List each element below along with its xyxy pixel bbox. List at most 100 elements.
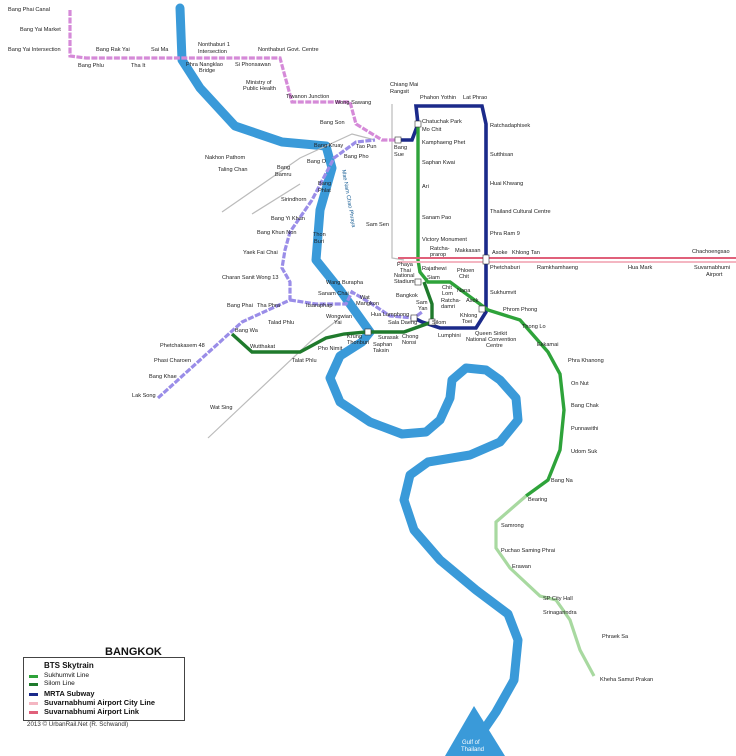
station-phloen-chit-b: Chit	[459, 274, 469, 280]
station-phaya-thai: Phaya	[397, 262, 414, 268]
station-sp-city-hall: SP City Hall	[543, 596, 573, 602]
blue-extension-line-2	[289, 289, 423, 320]
legend-sukhumvit-swatch	[29, 675, 38, 678]
station-talad-phlu: Talad Phlu	[268, 320, 294, 326]
blue-extension-line	[156, 138, 376, 400]
station-sutthisan: Sutthisan	[490, 152, 513, 158]
station-bang-son: Bang Son	[320, 120, 345, 126]
station-bang-khae: Bang Khae	[149, 374, 177, 380]
station-bang-phlat: Bang	[318, 181, 331, 187]
station-bang-sue: Bang	[394, 145, 407, 151]
station-suvarnabhumi: Suvarnabhumi	[694, 265, 730, 271]
station-bang-phlat-b: Phlat	[318, 188, 331, 194]
station-yaek-fai-chai: Yaek Fai Chai	[243, 250, 278, 256]
station-khlong-tan: Khlong Tan	[512, 250, 540, 256]
station-sam-yan-b: Yan	[418, 306, 428, 312]
station-nonthaburi-1: Nonthaburi 1	[198, 42, 230, 48]
station-bang-o: Bang O	[307, 159, 327, 165]
station-krung-thonburi-b: Thonburi	[347, 340, 369, 346]
legend-silom-swatch	[29, 683, 38, 686]
legend-mrta-swatch	[29, 693, 38, 696]
station-thailand-cultural: Thailand Cultural Centre	[490, 209, 551, 215]
station-bang-bamru: Bang	[277, 165, 290, 171]
station-wat-sing: Wat Sing	[210, 405, 233, 411]
river-chao-phraya	[175, 3, 523, 749]
station-udom-suk: Udom Suk	[571, 449, 597, 455]
station-pho-nimit: Pho Nimit	[318, 346, 343, 352]
station-phra-khanong: Phra Khanong	[568, 358, 604, 364]
station-rangsit: Rangsit	[390, 89, 409, 95]
station-tao-pun: Tao Pun	[356, 144, 377, 150]
mrta-subway	[398, 104, 488, 330]
station-bang-phai-canal: Bang Phai Canal	[8, 7, 50, 13]
station-taling-chan: Taling Chan	[218, 167, 248, 173]
bts-future-extension	[494, 494, 596, 677]
station-saphan-taksin: Saphan	[373, 342, 392, 348]
station-ari: Ari	[422, 184, 429, 190]
station-punnawithi: Punnawithi	[571, 426, 598, 432]
station-srinagarindra: Srinagarindra	[543, 610, 577, 616]
station-bang-yai-intersection: Bang Yai Intersection	[8, 47, 61, 53]
station-hua-mark: Hua Mark	[628, 265, 652, 271]
station-makkasan: Makkasan	[455, 248, 481, 254]
station-phra-nangklao: Phra Nangklao	[186, 62, 223, 68]
station-itsaraphap: Itsaraphap	[306, 303, 332, 309]
station-chit-lom-b: Lom	[442, 291, 453, 297]
station-ministry: Ministry of	[246, 80, 272, 86]
station-wang-burapha: Wang Burapha	[326, 280, 364, 286]
legend-city-swatch	[29, 702, 38, 705]
station-bang-rak-yai: Bang Rak Yai	[96, 47, 130, 53]
station-saphan-taksin-b: Taksin	[373, 348, 389, 354]
station-bang-phlu: Bang Phlu	[78, 63, 104, 69]
station-phetchaburi: Phetchaburi	[490, 265, 520, 271]
map-credit: 2013 © UrbanRail.Net (R. Schwandl)	[27, 721, 129, 728]
station-kamphaeng-phet: Kamphaeng Phet	[422, 140, 466, 146]
station-surasak: Surasak	[378, 335, 399, 341]
station-bearing: Bearing	[528, 497, 547, 503]
station-tha-phra: Tha Phra	[257, 303, 281, 309]
station-tiwanon: Tiwanon Junction	[286, 94, 329, 100]
station-lat-phrao: Lat Phrao	[463, 95, 487, 101]
station-wat-mangkon-b: Mangkon	[356, 301, 379, 307]
legend-sukhumvit: Sukhumvit Line	[44, 672, 90, 679]
station-krung-thonburi: Krung	[347, 334, 362, 340]
station-bang-phai: Bang Phai	[227, 303, 253, 309]
station-bangkok: Bangkok	[396, 293, 418, 299]
station-talat-phlu: Talat Phlu	[292, 358, 317, 364]
station-labels: Bang Phai Canal Bang Yai Market Bang Yai…	[8, 7, 730, 683]
station-thong-lo: Thong Lo	[522, 324, 546, 330]
station-chiang-mai: Chiang Mai	[390, 82, 418, 88]
station-si-phonsawan: Si Phonsawan	[235, 62, 271, 68]
station-hua-lamphong: Hua Lamphong	[371, 312, 409, 318]
station-bang-chak: Bang Chak	[571, 403, 599, 409]
station-sam-yan: Sam	[416, 300, 428, 306]
station-qsncc-c: Centre	[486, 343, 503, 349]
station-nonthaburi-govt: Nonthaburi Govt. Centre	[258, 47, 319, 53]
station-chachoengsao: Chachoengsao	[692, 249, 730, 255]
station-lumphini: Lumphini	[438, 333, 461, 339]
station-bang-kruay: Bang Kruay	[314, 143, 343, 149]
station-asok: Asok	[466, 298, 479, 304]
station-khlong-toei: Khlong	[460, 313, 477, 319]
station-chit-lom: Chit	[442, 285, 452, 291]
bts-sukhumvit	[416, 124, 566, 498]
station-siam: Siam	[427, 275, 440, 281]
legend-silom: Silom Line	[44, 680, 75, 687]
station-thon-buri: Thon	[313, 232, 326, 238]
station-lak-song: Lak Song	[132, 393, 156, 399]
station-national-stadium-b: Stadium	[394, 279, 415, 285]
station-kheha: Kheha Samut Prakan	[600, 677, 653, 683]
station-bang-pho: Bang Pho	[344, 154, 369, 160]
station-phetkasem48: Phetchakasem 48	[160, 343, 205, 349]
station-phra-nangklao-b: Bridge	[199, 68, 215, 74]
station-ekkamai: Ekkamai	[537, 342, 558, 348]
station-bang-bamru-b: Bamru	[275, 172, 291, 178]
station-silom: Silom	[432, 320, 446, 326]
station-rajathewi: Rajathewi	[422, 266, 447, 272]
legend-city-line: Suvarnabhumi Airport City Line	[44, 698, 156, 707]
station-national-stadium: National	[394, 273, 415, 279]
station-bang-yai-market: Bang Yai Market	[20, 27, 61, 33]
river-label: Mae Nam Chao Phraya	[340, 169, 356, 228]
station-nakhon-pathom: Nakhon Pathom	[205, 155, 245, 161]
